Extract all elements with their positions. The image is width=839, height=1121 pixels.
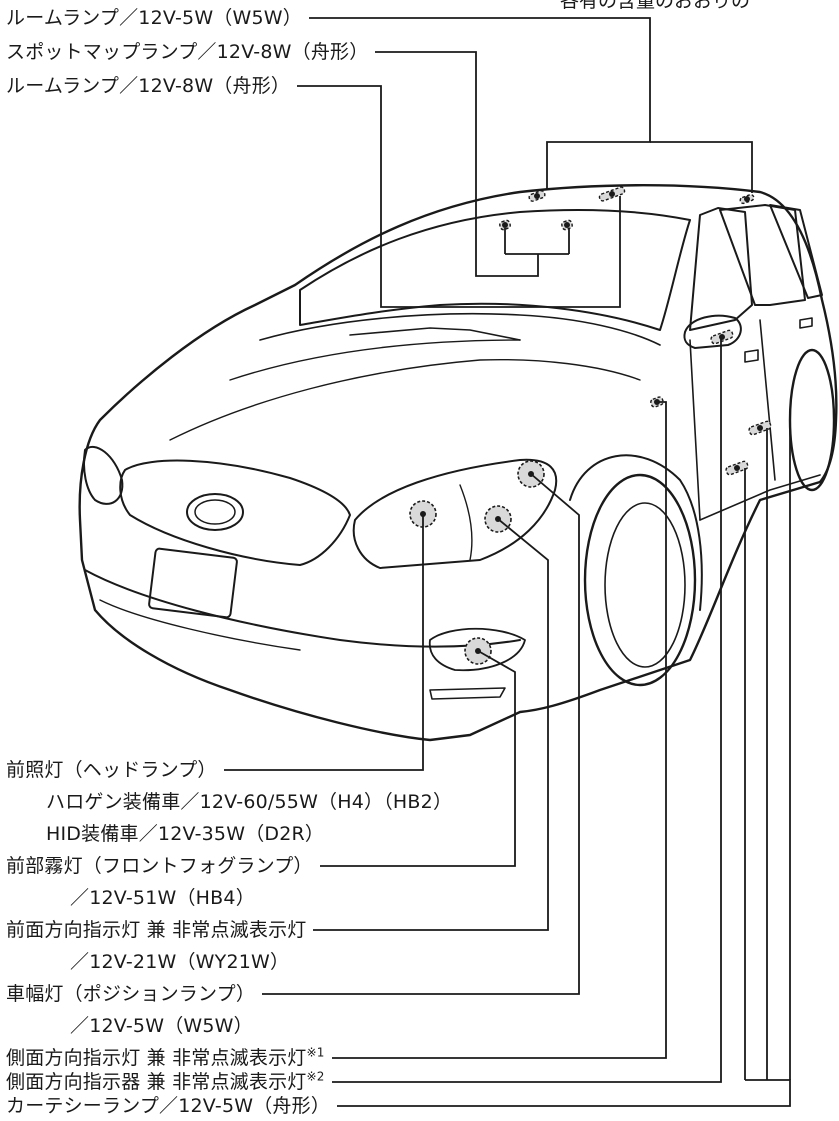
hood-crease-2 — [229, 339, 521, 381]
door-line-2 — [759, 319, 776, 481]
front-arch — [569, 454, 703, 611]
label-headlamp-text: 前照灯（ヘッドランプ） — [6, 759, 217, 781]
door-handle-rear — [799, 317, 813, 329]
courtesy-lamp-rear-marker-dot — [757, 425, 763, 431]
leader-fog-lamp — [320, 651, 516, 867]
label-headlamp-halogen: ハロゲン装備車／12V-60/55W（H4）（HB2） — [46, 790, 456, 814]
leader-side-turn-signal-device — [332, 338, 722, 1083]
emblem-inner — [194, 499, 236, 525]
label-front-turn-signal: 前面方向指示灯 兼 非常点滅表示灯 — [6, 918, 310, 942]
label-position-lamp: 車幅灯（ポジションランプ） — [6, 982, 259, 1006]
leader-headlamp — [224, 514, 424, 771]
label-room-lamp-8w: ルームランプ／12V-8W（舟形） — [6, 74, 294, 98]
mirror-turn-signal-marker-dot — [719, 334, 725, 340]
leader-front-turn-signal — [313, 518, 549, 931]
emblem — [186, 493, 244, 531]
leader-room-lamp-8w — [297, 85, 621, 308]
label-position-lamp-text: 車幅灯（ポジションランプ） — [6, 983, 256, 1005]
side-window-quarter — [769, 204, 823, 299]
headlight-housing — [352, 458, 558, 569]
front-wheel — [583, 473, 697, 687]
label-position-lamp-spec-text: ／12V-5W（W5W） — [70, 1015, 253, 1037]
label-side-turn-signal-lamp-text: 側面方向指示灯 兼 非常点滅表示灯 — [6, 1047, 307, 1069]
label-side-turn-signal-lamp: 側面方向指示灯 兼 非常点滅表示灯※1 — [6, 1046, 328, 1070]
spot-lamp-right-dot — [564, 222, 570, 228]
label-headlamp-hid-text: HID装備車／12V-35W（D2R） — [46, 823, 325, 845]
sill — [699, 474, 821, 521]
label-fog-lamp-text: 前部霧灯（フロントフォグランプ） — [6, 855, 313, 877]
grille — [119, 459, 351, 566]
label-headlamp-hid: HID装備車／12V-35W（D2R） — [46, 822, 328, 846]
label-courtesy-lamp-text: カーテシーランプ／12V-5W（舟形） — [6, 1095, 331, 1117]
door-line — [689, 339, 701, 521]
front-wheel-rim — [604, 502, 686, 668]
leader-side-turn-signal-lamp — [332, 401, 667, 1059]
leader-position-lamp — [262, 473, 580, 995]
hood-crease — [169, 358, 641, 441]
rear-wheel — [788, 348, 836, 492]
mirror — [683, 314, 742, 349]
leader-room-lamp-w5w-branch — [650, 141, 753, 193]
headlight-divider — [459, 484, 473, 561]
side-window-front — [689, 207, 753, 331]
label-room-lamp-w5w-text: ルームランプ／12V-5W（W5W） — [6, 7, 302, 29]
label-front-turn-signal-spec: ／12V-21W（WY21W） — [70, 950, 293, 974]
lower-intake — [99, 599, 301, 651]
spot-lamp-left-dot — [502, 222, 508, 228]
courtesy-lamp-front-marker-dot — [734, 465, 740, 471]
bumper — [84, 569, 521, 648]
footnote-mark-2: ※2 — [306, 1069, 325, 1084]
lower-vent — [429, 687, 506, 700]
label-room-lamp-8w-text: ルームランプ／12V-8W（舟形） — [6, 75, 291, 97]
label-front-turn-signal-spec-text: ／12V-21W（WY21W） — [70, 951, 290, 973]
label-fog-lamp-spec-text: ／12V-51W（HB4） — [70, 887, 255, 909]
clipped-header-text: 各有の含量のおおりの — [560, 0, 751, 12]
label-courtesy-lamp: カーテシーランプ／12V-5W（舟形） — [6, 1094, 334, 1118]
fog-lamp-bulb-dot — [475, 648, 481, 654]
label-position-lamp-spec: ／12V-5W（W5W） — [70, 1014, 256, 1038]
label-room-lamp-w5w: ルームランプ／12V-5W（W5W） — [6, 6, 305, 30]
label-spot-map-lamp-text: スポットマップランプ／12V-8W（舟形） — [6, 41, 369, 63]
label-side-turn-signal-device: 側面方向指示器 兼 非常点滅表示灯※2 — [6, 1070, 328, 1094]
body-outline — [78, 184, 838, 742]
hood-line — [259, 312, 661, 346]
label-headlamp-halogen-text: ハロゲン装備車／12V-60/55W（H4）（HB2） — [46, 791, 453, 813]
fog-housing — [428, 627, 526, 672]
interior-lamp-front-dot — [534, 193, 540, 199]
leader-courtesy-lamp — [337, 1079, 791, 1107]
door-handle — [744, 349, 759, 363]
wiper — [349, 327, 521, 341]
label-side-turn-signal-device-text: 側面方向指示器 兼 非常点滅表示灯 — [6, 1071, 307, 1093]
label-front-turn-signal-text: 前面方向指示灯 兼 非常点滅表示灯 — [6, 919, 307, 941]
interior-lamp-rear-dot — [744, 196, 750, 202]
license-plate — [148, 547, 238, 619]
interior-lamp-center-dot — [609, 191, 615, 197]
leader-spot-map-lamp — [375, 51, 539, 277]
label-fog-lamp: 前部霧灯（フロントフォグランプ） — [6, 854, 316, 878]
label-fog-lamp-spec: ／12V-51W（HB4） — [70, 886, 258, 910]
label-spot-map-lamp: スポットマップランプ／12V-8W（舟形） — [6, 40, 372, 64]
side-window-rear — [719, 204, 806, 306]
label-headlamp: 前照灯（ヘッドランプ） — [6, 758, 220, 782]
footnote-mark-1: ※1 — [306, 1045, 325, 1060]
headlight-left — [83, 445, 124, 505]
